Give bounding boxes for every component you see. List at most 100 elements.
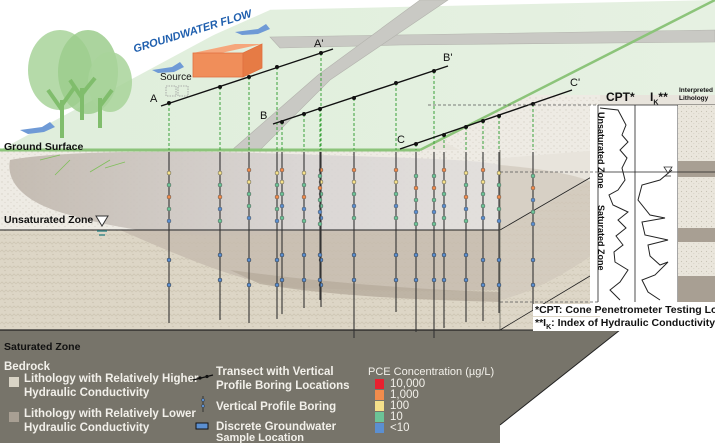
boring-location-dot — [275, 65, 279, 69]
groundwater-sample — [351, 252, 357, 258]
groundwater-sample — [317, 209, 323, 215]
groundwater-sample — [530, 173, 536, 179]
pce-swatch — [375, 390, 384, 400]
unsaturated-zone-label: Unsaturated Zone — [4, 214, 94, 226]
pce-level-label: 100 — [390, 400, 410, 412]
groundwater-sample — [413, 277, 419, 283]
unsaturated-right-face — [440, 95, 600, 160]
groundwater-sample — [480, 257, 486, 263]
groundwater-sample — [274, 206, 280, 212]
groundwater-sample — [431, 209, 437, 215]
transect-a-end: A' — [314, 38, 324, 50]
contaminant-plume-unsaturated — [9, 151, 501, 236]
groundwater-sample — [441, 179, 447, 185]
groundwater-sample — [301, 194, 307, 200]
groundwater-sample — [393, 179, 399, 185]
groundwater-sample — [217, 182, 223, 188]
groundwater-sample — [246, 167, 252, 173]
groundwater-sample — [217, 194, 223, 200]
water-table-icon — [663, 166, 673, 174]
groundwater-sample — [496, 282, 502, 288]
groundwater-sample — [463, 277, 469, 283]
groundwater-sample — [413, 173, 419, 179]
groundwater-sample — [246, 215, 252, 221]
groundwater-sample — [274, 257, 280, 263]
pce-swatch — [375, 412, 384, 422]
groundwater-sample — [351, 277, 357, 283]
boring-location-dot — [464, 125, 468, 129]
boring-location-dot — [394, 81, 398, 85]
groundwater-sample — [279, 277, 285, 283]
boring-location-dot — [318, 107, 322, 111]
groundwater-sample — [317, 185, 323, 191]
groundwater-sample — [301, 218, 307, 224]
transect-a-start: A — [150, 93, 158, 105]
groundwater-sample — [301, 182, 307, 188]
sample-legend-line2: Sample Location — [216, 432, 305, 444]
groundwater-sample — [441, 215, 447, 221]
groundwater-sample — [351, 191, 357, 197]
pce-level-label: 10,000 — [390, 378, 426, 390]
groundwater-sample — [166, 170, 172, 176]
groundwater-sample — [393, 167, 399, 173]
source-box — [192, 43, 263, 78]
groundwater-flow-arrows — [20, 24, 270, 134]
ik-header-main: I — [650, 90, 654, 104]
pce-title: PCE Concentration (µg/L) — [368, 366, 495, 378]
boring-location-dot — [497, 114, 501, 118]
groundwater-sample — [530, 197, 536, 203]
boring-location-dot — [247, 75, 251, 79]
boring-location-dot — [319, 51, 323, 55]
groundwater-sample — [413, 197, 419, 203]
transect-c-start: C — [397, 134, 405, 146]
ik-footnote: **IK: Index of Hydraulic Conductivity — [533, 317, 715, 332]
pce-swatch — [375, 401, 384, 411]
groundwater-sample — [351, 179, 357, 185]
lithology-header: Interpreted Lithology — [679, 87, 713, 102]
groundwater-sample — [274, 194, 280, 200]
groundwater-sample — [431, 185, 437, 191]
low-k-layer — [678, 276, 715, 302]
groundwater-sample — [530, 221, 536, 227]
groundwater-sample — [274, 182, 280, 188]
groundwater-sample — [393, 215, 399, 221]
groundwater-sample — [301, 277, 307, 283]
groundwater-sample — [441, 252, 447, 258]
groundwater-sample — [246, 179, 252, 185]
groundwater-sample — [351, 167, 357, 173]
higher-k-line1: Lithology with Relatively Higher — [24, 373, 199, 385]
groundwater-sample — [217, 218, 223, 224]
groundwater-sample — [301, 252, 307, 258]
pce-swatch — [375, 423, 384, 433]
groundwater-sample — [480, 282, 486, 288]
groundwater-sample — [246, 203, 252, 209]
groundwater-sample — [530, 282, 536, 288]
groundwater-sample — [317, 173, 323, 179]
higher-k-line2: Hydraulic Conductivity — [24, 387, 150, 399]
groundwater-sample — [441, 277, 447, 283]
groundwater-sample — [301, 170, 307, 176]
lower-k-swatch — [9, 412, 19, 422]
groundwater-sample — [166, 257, 172, 263]
groundwater-sample — [413, 185, 419, 191]
ik-log-trace — [637, 169, 673, 301]
transect-legend-line1: Transect with Vertical — [216, 366, 334, 378]
groundwater-sample — [431, 277, 437, 283]
groundwater-sample — [301, 206, 307, 212]
groundwater-sample — [217, 206, 223, 212]
groundwater-sample — [496, 206, 502, 212]
pce-swatch — [375, 379, 384, 389]
transect-b-end: B' — [443, 52, 453, 64]
transect-b-start: B — [260, 110, 268, 122]
transect-line — [399, 89, 573, 150]
groundwater-sample — [496, 182, 502, 188]
groundwater-sample — [279, 203, 285, 209]
groundwater-sample — [279, 191, 285, 197]
groundwater-sample — [480, 215, 486, 221]
groundwater-sample — [530, 209, 536, 215]
boring-location-dot — [280, 120, 284, 124]
groundwater-sample — [480, 191, 486, 197]
groundwater-sample — [441, 167, 447, 173]
groundwater-sample — [279, 179, 285, 185]
